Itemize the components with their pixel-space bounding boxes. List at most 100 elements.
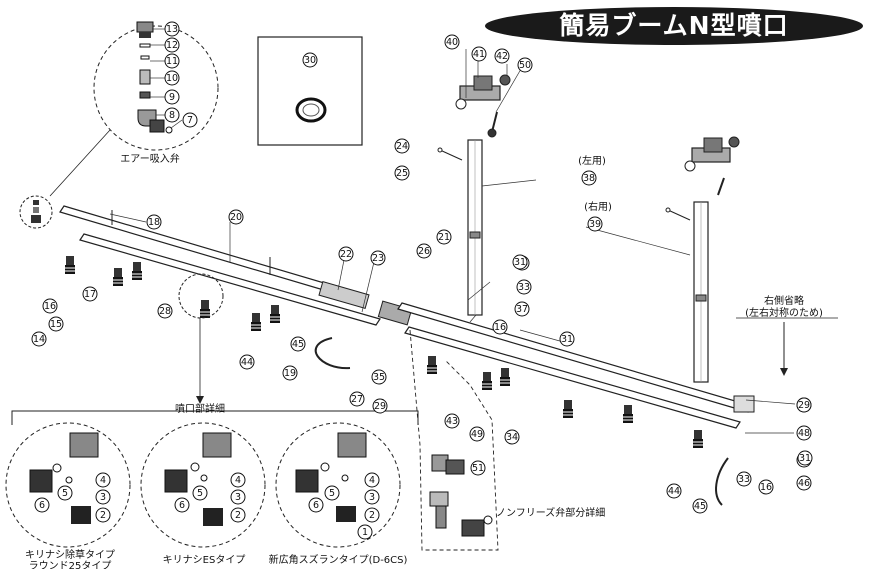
- callout-circle: [796, 425, 812, 441]
- callout-label: 34: [506, 432, 518, 443]
- callout-label: 19: [284, 368, 296, 379]
- callout-circle: [559, 331, 575, 347]
- callout-circle: [797, 450, 813, 466]
- callout-label: 44: [241, 357, 253, 368]
- callout-31: 31: [797, 450, 813, 466]
- callout-label: 25: [396, 168, 408, 179]
- callout-4: 4: [95, 472, 111, 488]
- callout-circle: [164, 53, 180, 69]
- callout-9: 9: [164, 89, 180, 105]
- callout-label: 18: [148, 217, 160, 228]
- detail-circle-1: [5, 422, 131, 548]
- callout-label: 37: [516, 304, 528, 315]
- callout-35: 35: [371, 369, 387, 385]
- callout-label: 30: [304, 55, 316, 66]
- callout-33: 33: [736, 471, 752, 487]
- caption-right-use: (右用): [584, 200, 612, 213]
- callout-42: 42: [494, 48, 510, 64]
- callout-15: 15: [48, 316, 64, 332]
- callout-29: 29: [372, 398, 388, 414]
- callout-circle: [164, 89, 180, 105]
- callout-label: 13: [166, 24, 178, 35]
- callout-label: 4: [100, 475, 106, 486]
- callout-45: 45: [290, 336, 306, 352]
- callout-circle: [796, 397, 812, 413]
- callout-label: 4: [369, 475, 375, 486]
- callout-48: 48: [796, 425, 812, 441]
- callout-label: 10: [166, 73, 178, 84]
- callout-circle: [514, 301, 530, 317]
- callout-label: 9: [169, 92, 175, 103]
- title-banner-shape: [485, 7, 863, 45]
- callout-circle: [796, 475, 812, 491]
- callout-50: 50: [517, 57, 533, 73]
- callout-label: 3: [235, 492, 241, 503]
- callout-circle: [470, 460, 486, 476]
- caption-nozzle-detail: 噴口部詳細: [175, 402, 225, 415]
- caption-left-use: (左用): [578, 154, 606, 167]
- callout-circle: [492, 319, 508, 335]
- callout-label: 45: [292, 339, 304, 350]
- callout-label: 7: [187, 115, 193, 126]
- callout-label: 50: [519, 60, 531, 71]
- callout-label: 3: [100, 492, 106, 503]
- callout-45: 45: [692, 498, 708, 514]
- callout-29: 29: [796, 397, 812, 413]
- callout-5: 5: [192, 485, 208, 501]
- callout-circle: [364, 472, 380, 488]
- callout-circle: [471, 46, 487, 62]
- callout-23: 23: [370, 250, 386, 266]
- callout-circle: [228, 209, 244, 225]
- callout-16: 16: [758, 479, 774, 495]
- callout-6: 6: [34, 497, 50, 513]
- callout-circle: [394, 138, 410, 154]
- callout-label: 29: [374, 401, 386, 412]
- callout-label: 2: [100, 510, 106, 521]
- callout-circle: [164, 70, 180, 86]
- callout-label: 5: [62, 488, 68, 499]
- pole-left-use: [437, 74, 511, 316]
- callout-21: 21: [436, 229, 452, 245]
- nozzle-leader-arrow: [196, 396, 204, 404]
- callout-circle: [48, 316, 64, 332]
- callout-circle: [394, 165, 410, 181]
- callout-circle: [364, 507, 380, 523]
- caption-type-shinkoukaku: 新広角スズランタイプ(D-6CS): [269, 553, 408, 566]
- callout-5: 5: [57, 485, 73, 501]
- callout-circle: [290, 336, 306, 352]
- callout-circle: [370, 250, 386, 266]
- callout-circle: [517, 57, 533, 73]
- callout-2: 2: [230, 507, 246, 523]
- callout-label: 44: [668, 486, 680, 497]
- callout-circle: [436, 229, 452, 245]
- callout-label: 1: [362, 527, 368, 538]
- callout-circle: [82, 286, 98, 302]
- callout-circle: [444, 413, 460, 429]
- callout-22: 22: [338, 246, 354, 262]
- callout-label: 2: [369, 510, 375, 521]
- callout-circle: [42, 298, 58, 314]
- callout-24: 24: [394, 138, 410, 154]
- callout-label: 28: [159, 306, 171, 317]
- hoses: [314, 337, 729, 506]
- callout-label: 43: [446, 416, 458, 427]
- callout-label: 48: [798, 428, 810, 439]
- callout-label: 17: [84, 289, 96, 300]
- callout-label: 6: [179, 500, 185, 511]
- callout-label: 16: [494, 322, 506, 333]
- title-banner: 簡易ブームN型噴口: [484, 6, 864, 46]
- callout-circle: [371, 369, 387, 385]
- callout-label: 42: [496, 51, 508, 62]
- callout-label: 14: [33, 334, 45, 345]
- callout-circle: [95, 472, 111, 488]
- air-valve-small: [31, 200, 41, 223]
- callout-1: 1: [357, 524, 373, 540]
- left-boom: [59, 205, 381, 326]
- callout-label: 39: [589, 219, 601, 230]
- callout-circle: [416, 243, 432, 259]
- air-valve-detail: [49, 21, 219, 197]
- callout-circle: [494, 48, 510, 64]
- part-50-box: [257, 36, 363, 146]
